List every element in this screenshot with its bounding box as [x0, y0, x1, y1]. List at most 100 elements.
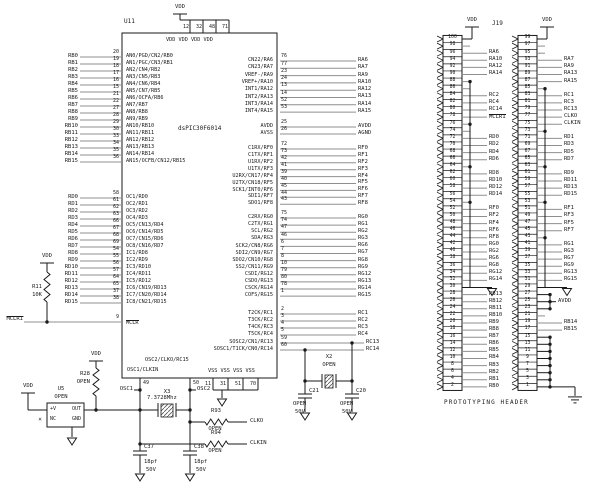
- header-pin-number: 6: [451, 369, 454, 375]
- chip-pin-name: AN13/RB13: [126, 144, 155, 151]
- chip-pin-name: C1TX/RF1: [248, 152, 273, 159]
- header-pin-chevron: [436, 152, 444, 156]
- header-pin-number: 52: [449, 205, 456, 211]
- header-pin-chevron: [511, 237, 519, 242]
- chip-pin-name: SCK2/CN8/RG6: [235, 242, 273, 249]
- net-label: RC13: [564, 105, 578, 112]
- header-pin-chevron: [436, 35, 444, 40]
- header-pin-chevron: [511, 298, 519, 303]
- net-label: RB12: [489, 297, 503, 304]
- pin-number: 66: [112, 218, 119, 225]
- net-label: RG2: [489, 247, 499, 254]
- header-pin-chevron: [436, 255, 444, 260]
- capacitor-refdes: C20: [356, 387, 366, 394]
- header-pin-number: 1: [526, 383, 529, 389]
- pin-number: 13: [281, 82, 288, 89]
- header-pin-chevron: [511, 291, 519, 295]
- header-pin-chevron: [436, 241, 444, 246]
- pin-number: 70: [249, 381, 256, 388]
- header-pin-chevron: [436, 163, 444, 168]
- header-pin-chevron: [511, 138, 519, 142]
- header-pin-chevron: [436, 272, 444, 277]
- net-label: RG12: [489, 269, 503, 276]
- header-pin-number: 34: [449, 269, 456, 275]
- net-label: RD9: [564, 169, 574, 176]
- header-pin-number: 66: [449, 156, 456, 162]
- capacitor-voltage: 50V: [295, 408, 305, 415]
- header-pin-chevron: [436, 376, 444, 381]
- pin-number: 67: [112, 225, 119, 232]
- header-pin-chevron: [511, 116, 519, 121]
- pin-number: 41: [281, 161, 288, 168]
- header-pin-chevron: [511, 220, 519, 224]
- header-pin-number: 19: [524, 319, 531, 325]
- net-label: RA12: [489, 63, 503, 70]
- crystal-x3-body: [160, 403, 174, 418]
- header-pin-chevron: [436, 358, 444, 362]
- chip-pin-name: SCK1/INT0/RF6: [232, 186, 273, 193]
- net-label: RB1: [68, 59, 78, 66]
- analog-ground-symbol: [66, 437, 78, 446]
- header-pin-chevron: [511, 152, 519, 156]
- net-label: RA6: [489, 49, 499, 56]
- header-pin-chevron: [511, 159, 519, 164]
- header-pin-number: 5: [526, 369, 529, 375]
- header-pin-chevron: [436, 220, 444, 224]
- pin-number: 60: [281, 342, 288, 349]
- pin-number: 38: [112, 295, 119, 302]
- analog-ground-symbol: [486, 288, 498, 297]
- net-label: RG7: [564, 255, 574, 262]
- header-pin-chevron: [436, 88, 444, 93]
- chip-pin-name: AN11/RB11: [126, 130, 155, 137]
- header-pin-chevron: [511, 81, 519, 85]
- capacitor-value: 18pf: [194, 458, 208, 465]
- pin-number: 29: [112, 119, 119, 126]
- chip-pin-name: OC5/CN13/RD4: [126, 222, 164, 229]
- header-pin-chevron: [511, 120, 519, 125]
- chip-pin-name: AN14/RB14: [126, 151, 155, 158]
- net-label: RG6: [358, 242, 368, 249]
- net-label: RG8: [489, 262, 499, 269]
- header-pin-chevron: [436, 170, 444, 175]
- header-pin-chevron: [436, 99, 444, 104]
- analog-ground-symbol: [346, 412, 358, 421]
- net-label: RC4: [358, 330, 368, 337]
- net-label: RB9: [489, 318, 499, 325]
- net-label: RG2: [358, 228, 368, 235]
- header-pin-number: 40: [449, 248, 456, 254]
- net-label: RD13: [564, 184, 578, 191]
- header-pin-chevron: [511, 191, 519, 196]
- header-pin-number: 81: [524, 99, 531, 105]
- header-pin-chevron: [511, 305, 519, 310]
- header-pin-chevron: [511, 52, 519, 57]
- vdd-symbol-label: VDD: [175, 3, 185, 10]
- chip-pin-name: VREF+/RA10: [241, 79, 273, 86]
- header-pin-chevron: [511, 312, 519, 317]
- header-pin-number: 70: [449, 141, 456, 147]
- net-label: RA13: [564, 70, 578, 77]
- capacitor-voltage: 50V: [342, 408, 352, 415]
- oscillator-u5-body: [46, 402, 85, 428]
- pin-number: 7: [281, 245, 285, 252]
- header-pin-chevron: [511, 319, 519, 324]
- header-pin-chevron: [436, 301, 444, 306]
- header-pin-chevron: [511, 277, 519, 281]
- u5-pin-nc: NC: [50, 416, 57, 423]
- header-pin-chevron: [436, 156, 444, 161]
- capacitor-voltage: 50V: [196, 466, 206, 473]
- header-pin-number: 56: [449, 191, 456, 197]
- header-pin-number: 68: [449, 148, 456, 154]
- net-label: RF4: [489, 219, 499, 226]
- pin-number: 44: [281, 189, 288, 196]
- pin-number: 24: [281, 75, 288, 82]
- pin-number: 54: [112, 246, 119, 253]
- header-pin-number: 83: [524, 92, 531, 98]
- header-pin-chevron: [511, 59, 519, 64]
- chip-pin-name: OC3/RD2: [126, 208, 148, 215]
- chip-pin-name: IC7/CN20/RD14: [126, 292, 167, 299]
- header-pin-chevron: [436, 234, 444, 239]
- header-pin-number: 16: [449, 333, 456, 339]
- net-label: RF5: [564, 219, 574, 226]
- net-label: RB7: [489, 333, 499, 340]
